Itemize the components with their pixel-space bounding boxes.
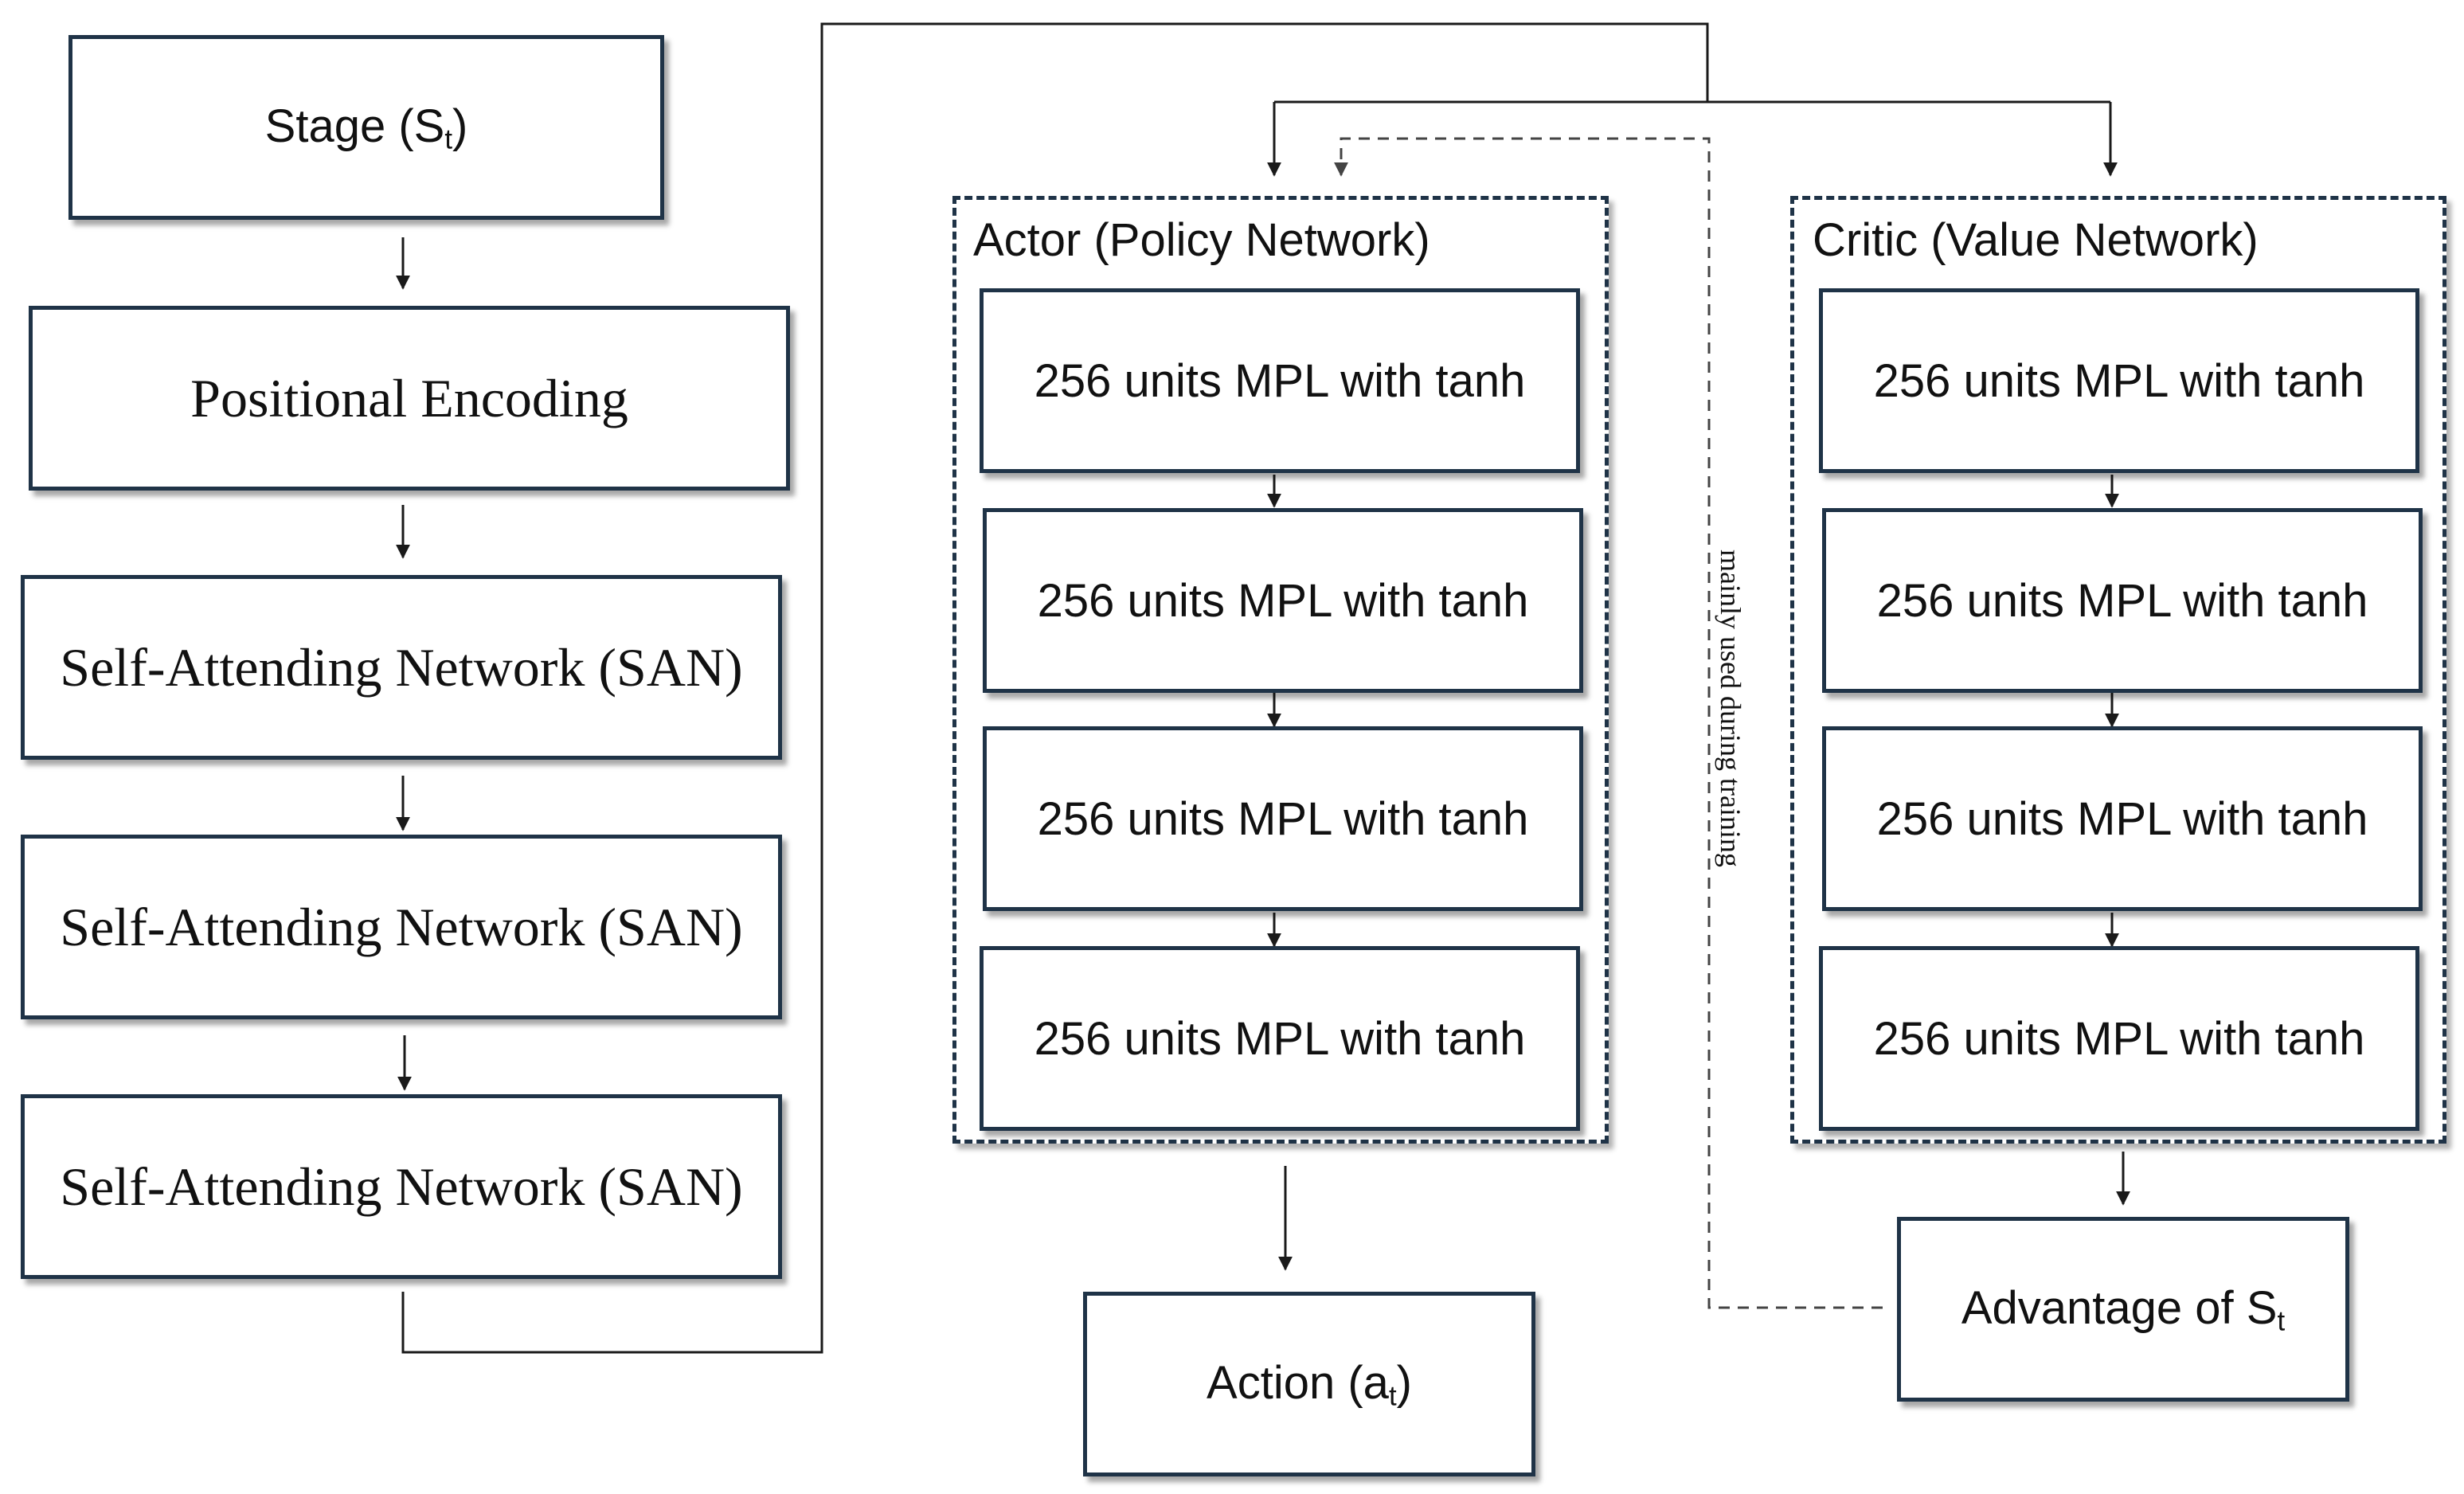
action-label: Action (at) xyxy=(1207,1356,1412,1412)
critic-layer-label: 256 units MPL with tanh xyxy=(1876,574,2368,627)
critic-layer-label: 256 units MPL with tanh xyxy=(1873,1012,2365,1065)
critic-layer-2: 256 units MPL with tanh xyxy=(1822,508,2423,693)
action-box: Action (at) xyxy=(1083,1292,1535,1476)
actor-layer-label: 256 units MPL with tanh xyxy=(1037,792,1529,845)
san-label: Self-Attending Network (SAN) xyxy=(60,896,743,957)
critic-layer-3: 256 units MPL with tanh xyxy=(1822,726,2423,911)
stage-label: Stage (St) xyxy=(264,100,468,155)
actor-layer-label: 256 units MPL with tanh xyxy=(1034,354,1526,407)
actor-group xyxy=(952,196,1609,1144)
san-box-3: Self-Attending Network (SAN) xyxy=(21,1094,782,1279)
san-box-2: Self-Attending Network (SAN) xyxy=(21,835,782,1019)
critic-layer-1: 256 units MPL with tanh xyxy=(1819,288,2419,473)
actor-title: Actor (Policy Network) xyxy=(973,214,1430,266)
actor-layer-2: 256 units MPL with tanh xyxy=(983,508,1583,693)
san-box-1: Self-Attending Network (SAN) xyxy=(21,575,782,760)
actor-layer-3: 256 units MPL with tanh xyxy=(983,726,1583,911)
actor-layer-label: 256 units MPL with tanh xyxy=(1034,1012,1526,1065)
connector-san-to-networks xyxy=(401,22,1709,1354)
stage-box: Stage (St) xyxy=(68,35,664,220)
advantage-label: Advantage of St xyxy=(1961,1281,2286,1337)
actor-layer-1: 256 units MPL with tanh xyxy=(980,288,1580,473)
actor-layer-4: 256 units MPL with tanh xyxy=(980,946,1580,1131)
positional-encoding-box: Positional Encoding xyxy=(29,306,790,491)
critic-group xyxy=(1790,196,2446,1144)
critic-title: Critic (Value Network) xyxy=(1813,214,2259,266)
critic-layer-label: 256 units MPL with tanh xyxy=(1873,354,2365,407)
advantage-box: Advantage of St xyxy=(1897,1217,2349,1402)
dashed-feedback-advantage-to-actor xyxy=(1334,137,1883,1309)
san-label: Self-Attending Network (SAN) xyxy=(60,1156,743,1217)
san-label: Self-Attending Network (SAN) xyxy=(60,636,743,698)
training-note: mainly used during training xyxy=(1715,549,1746,867)
positional-encoding-label: Positional Encoding xyxy=(190,367,628,428)
actor-layer-label: 256 units MPL with tanh xyxy=(1037,574,1529,627)
critic-layer-4: 256 units MPL with tanh xyxy=(1819,946,2419,1131)
critic-layer-label: 256 units MPL with tanh xyxy=(1876,792,2368,845)
